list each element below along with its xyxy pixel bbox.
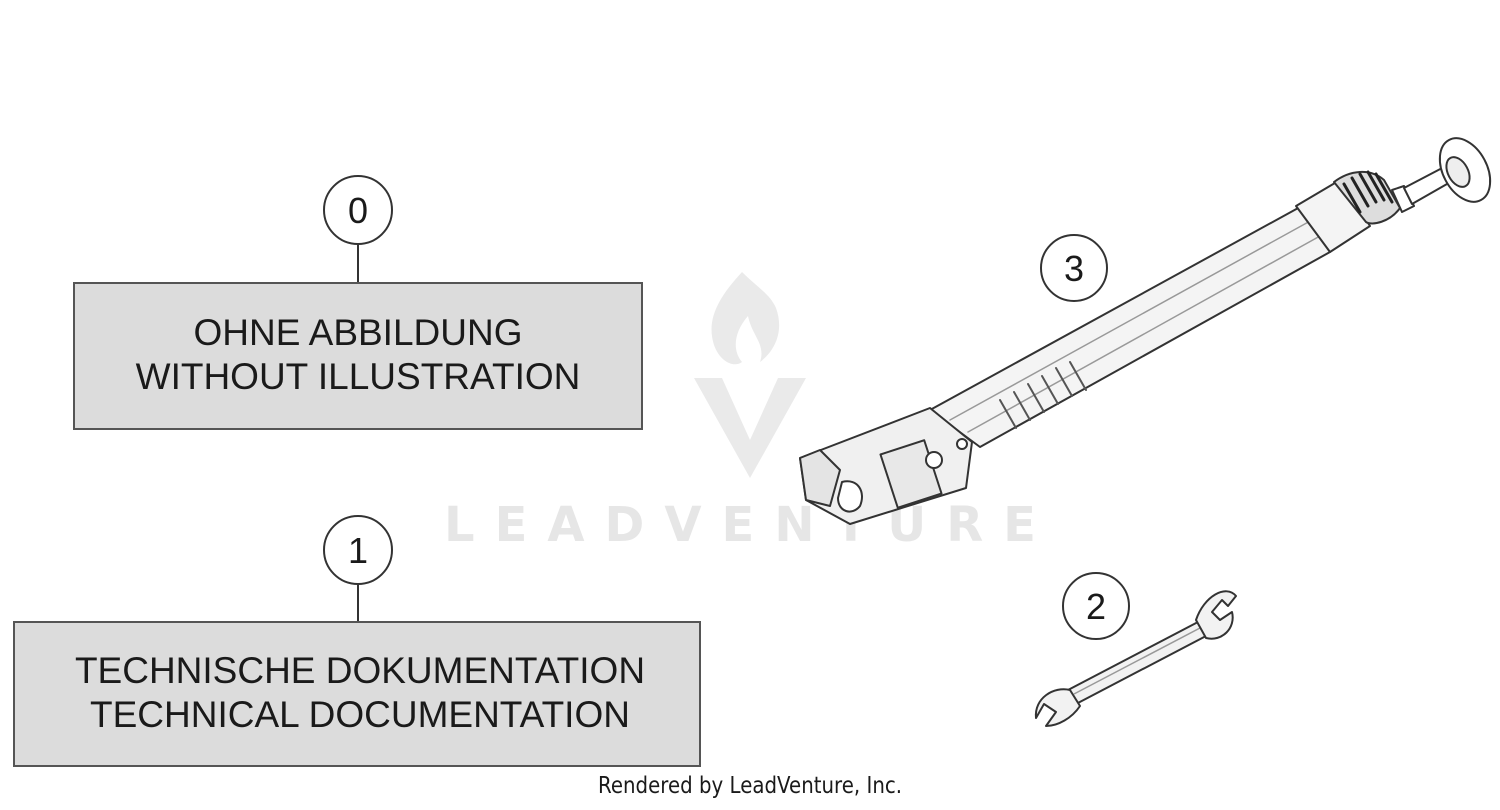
technical-documentation-box: TECHNISCHE DOKUMENTATION TECHNICAL DOCUM… xyxy=(13,621,701,767)
open-end-wrench-icon xyxy=(1034,590,1237,727)
no-illustration-line-2: WITHOUT ILLUSTRATION xyxy=(136,356,581,397)
footer-credit: Rendered by LeadVenture, Inc. xyxy=(597,773,903,799)
callout-0-label: 0 xyxy=(348,190,368,231)
side-stand-icon xyxy=(799,137,1492,525)
callout-2: 2 xyxy=(1062,572,1130,640)
flame-v-logo-icon xyxy=(694,272,806,478)
callout-1: 1 xyxy=(323,515,393,622)
watermark-text: LEADVENTURE xyxy=(444,497,1056,553)
no-illustration-box: OHNE ABBILDUNG WITHOUT ILLUSTRATION xyxy=(73,282,643,430)
watermark: LEADVENTURE xyxy=(444,272,1056,553)
callout-2-label: 2 xyxy=(1086,586,1106,627)
callout-3: 3 xyxy=(1040,234,1108,302)
callout-0: 0 xyxy=(323,175,393,283)
callout-1-label: 1 xyxy=(348,530,368,571)
no-illustration-line-1: OHNE ABBILDUNG xyxy=(194,312,523,353)
technical-documentation-line-1: TECHNISCHE DOKUMENTATION xyxy=(75,650,645,691)
technical-documentation-line-2: TECHNICAL DOCUMENTATION xyxy=(90,694,630,735)
callout-3-label: 3 xyxy=(1064,248,1084,289)
